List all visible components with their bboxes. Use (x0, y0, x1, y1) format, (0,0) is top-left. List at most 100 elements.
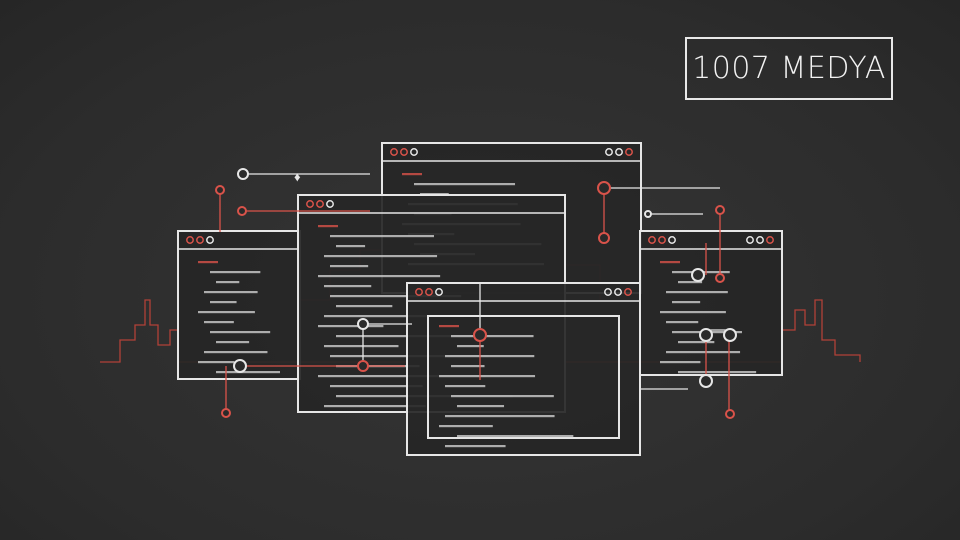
window-control-icon (615, 148, 623, 156)
network-node-icon (473, 328, 487, 342)
code-line (318, 375, 486, 378)
window-control-icon (196, 236, 204, 244)
network-node-icon (699, 374, 713, 388)
window-control-icon (435, 288, 443, 296)
code-line (324, 405, 426, 408)
network-node-icon (725, 409, 735, 419)
code-line (666, 351, 741, 354)
window-control-icon (186, 236, 194, 244)
code-line (451, 395, 554, 398)
code-line (318, 225, 338, 228)
code-line (330, 235, 434, 238)
code-line (660, 311, 726, 314)
network-node-icon (644, 210, 652, 218)
code-line (414, 183, 516, 186)
code-line (445, 355, 535, 358)
window-frame (406, 282, 641, 456)
code-line (330, 295, 462, 298)
logo-text: 1007 MEDYA (692, 51, 886, 86)
network-node-icon (597, 181, 611, 195)
code-line (324, 285, 372, 288)
network-node-icon (598, 232, 610, 244)
window-control-icon (410, 148, 418, 156)
window-control-icon (658, 236, 666, 244)
network-node-icon (723, 328, 737, 342)
code-line (445, 445, 506, 448)
window-control-icon (604, 288, 612, 296)
network-node-icon (357, 318, 369, 330)
code-line (439, 375, 536, 378)
code-line (678, 281, 703, 284)
code-line (330, 265, 369, 268)
network-node-icon (233, 359, 247, 373)
code-line (457, 435, 574, 438)
code-window (639, 230, 783, 376)
window-control-icon (614, 288, 622, 296)
window-frame (177, 230, 301, 380)
window-control-icon (206, 236, 214, 244)
window-control-icon (746, 236, 754, 244)
window-control-icon (425, 288, 433, 296)
window-control-icon (390, 148, 398, 156)
code-line (457, 345, 484, 348)
code-line (666, 291, 728, 294)
code-line (318, 325, 384, 328)
code-line (660, 261, 680, 264)
code-line (324, 345, 399, 348)
window-control-icon (624, 288, 632, 296)
code-line (210, 331, 271, 334)
code-line (324, 315, 465, 318)
code-line (210, 301, 237, 304)
network-node-icon (221, 408, 231, 418)
window-control-icon (316, 200, 324, 208)
code-line (216, 341, 250, 344)
code-line (336, 245, 366, 248)
window-control-icon (605, 148, 613, 156)
window-frame (639, 230, 783, 376)
window-control-icon (415, 288, 423, 296)
window-control-icon (400, 148, 408, 156)
code-line (445, 415, 555, 418)
code-line (210, 271, 261, 274)
code-line (324, 255, 438, 258)
code-line (666, 321, 699, 324)
code-line (439, 325, 459, 328)
code-line (678, 371, 757, 374)
window-control-icon (625, 148, 633, 156)
code-line (204, 351, 268, 354)
code-line (451, 335, 534, 338)
window-control-icon (326, 200, 334, 208)
network-node-icon (215, 185, 225, 195)
code-line (457, 405, 505, 408)
code-line (204, 291, 258, 294)
network-node-icon (715, 205, 725, 215)
code-line (198, 361, 235, 364)
network-node-icon (237, 168, 249, 180)
code-line (216, 281, 240, 284)
network-node-icon (691, 268, 705, 282)
window-control-icon (668, 236, 676, 244)
code-line (660, 361, 701, 364)
network-node-icon (237, 206, 247, 216)
code-line (402, 173, 422, 176)
network-node-icon (699, 328, 713, 342)
code-line (678, 341, 715, 344)
window-control-icon (766, 236, 774, 244)
code-line (204, 321, 234, 324)
window-control-icon (648, 236, 656, 244)
code-line (451, 365, 485, 368)
code-line (439, 425, 493, 428)
code-window (406, 282, 641, 456)
code-line (672, 301, 701, 304)
code-panel (427, 315, 620, 439)
code-line (198, 261, 218, 264)
code-window (177, 230, 301, 380)
node-marker: ♦ (295, 172, 300, 182)
network-node-icon (715, 273, 725, 283)
window-control-icon (306, 200, 314, 208)
brand-logo: 1007 MEDYA (685, 37, 893, 100)
code-line (445, 385, 486, 388)
window-control-icon (756, 236, 764, 244)
